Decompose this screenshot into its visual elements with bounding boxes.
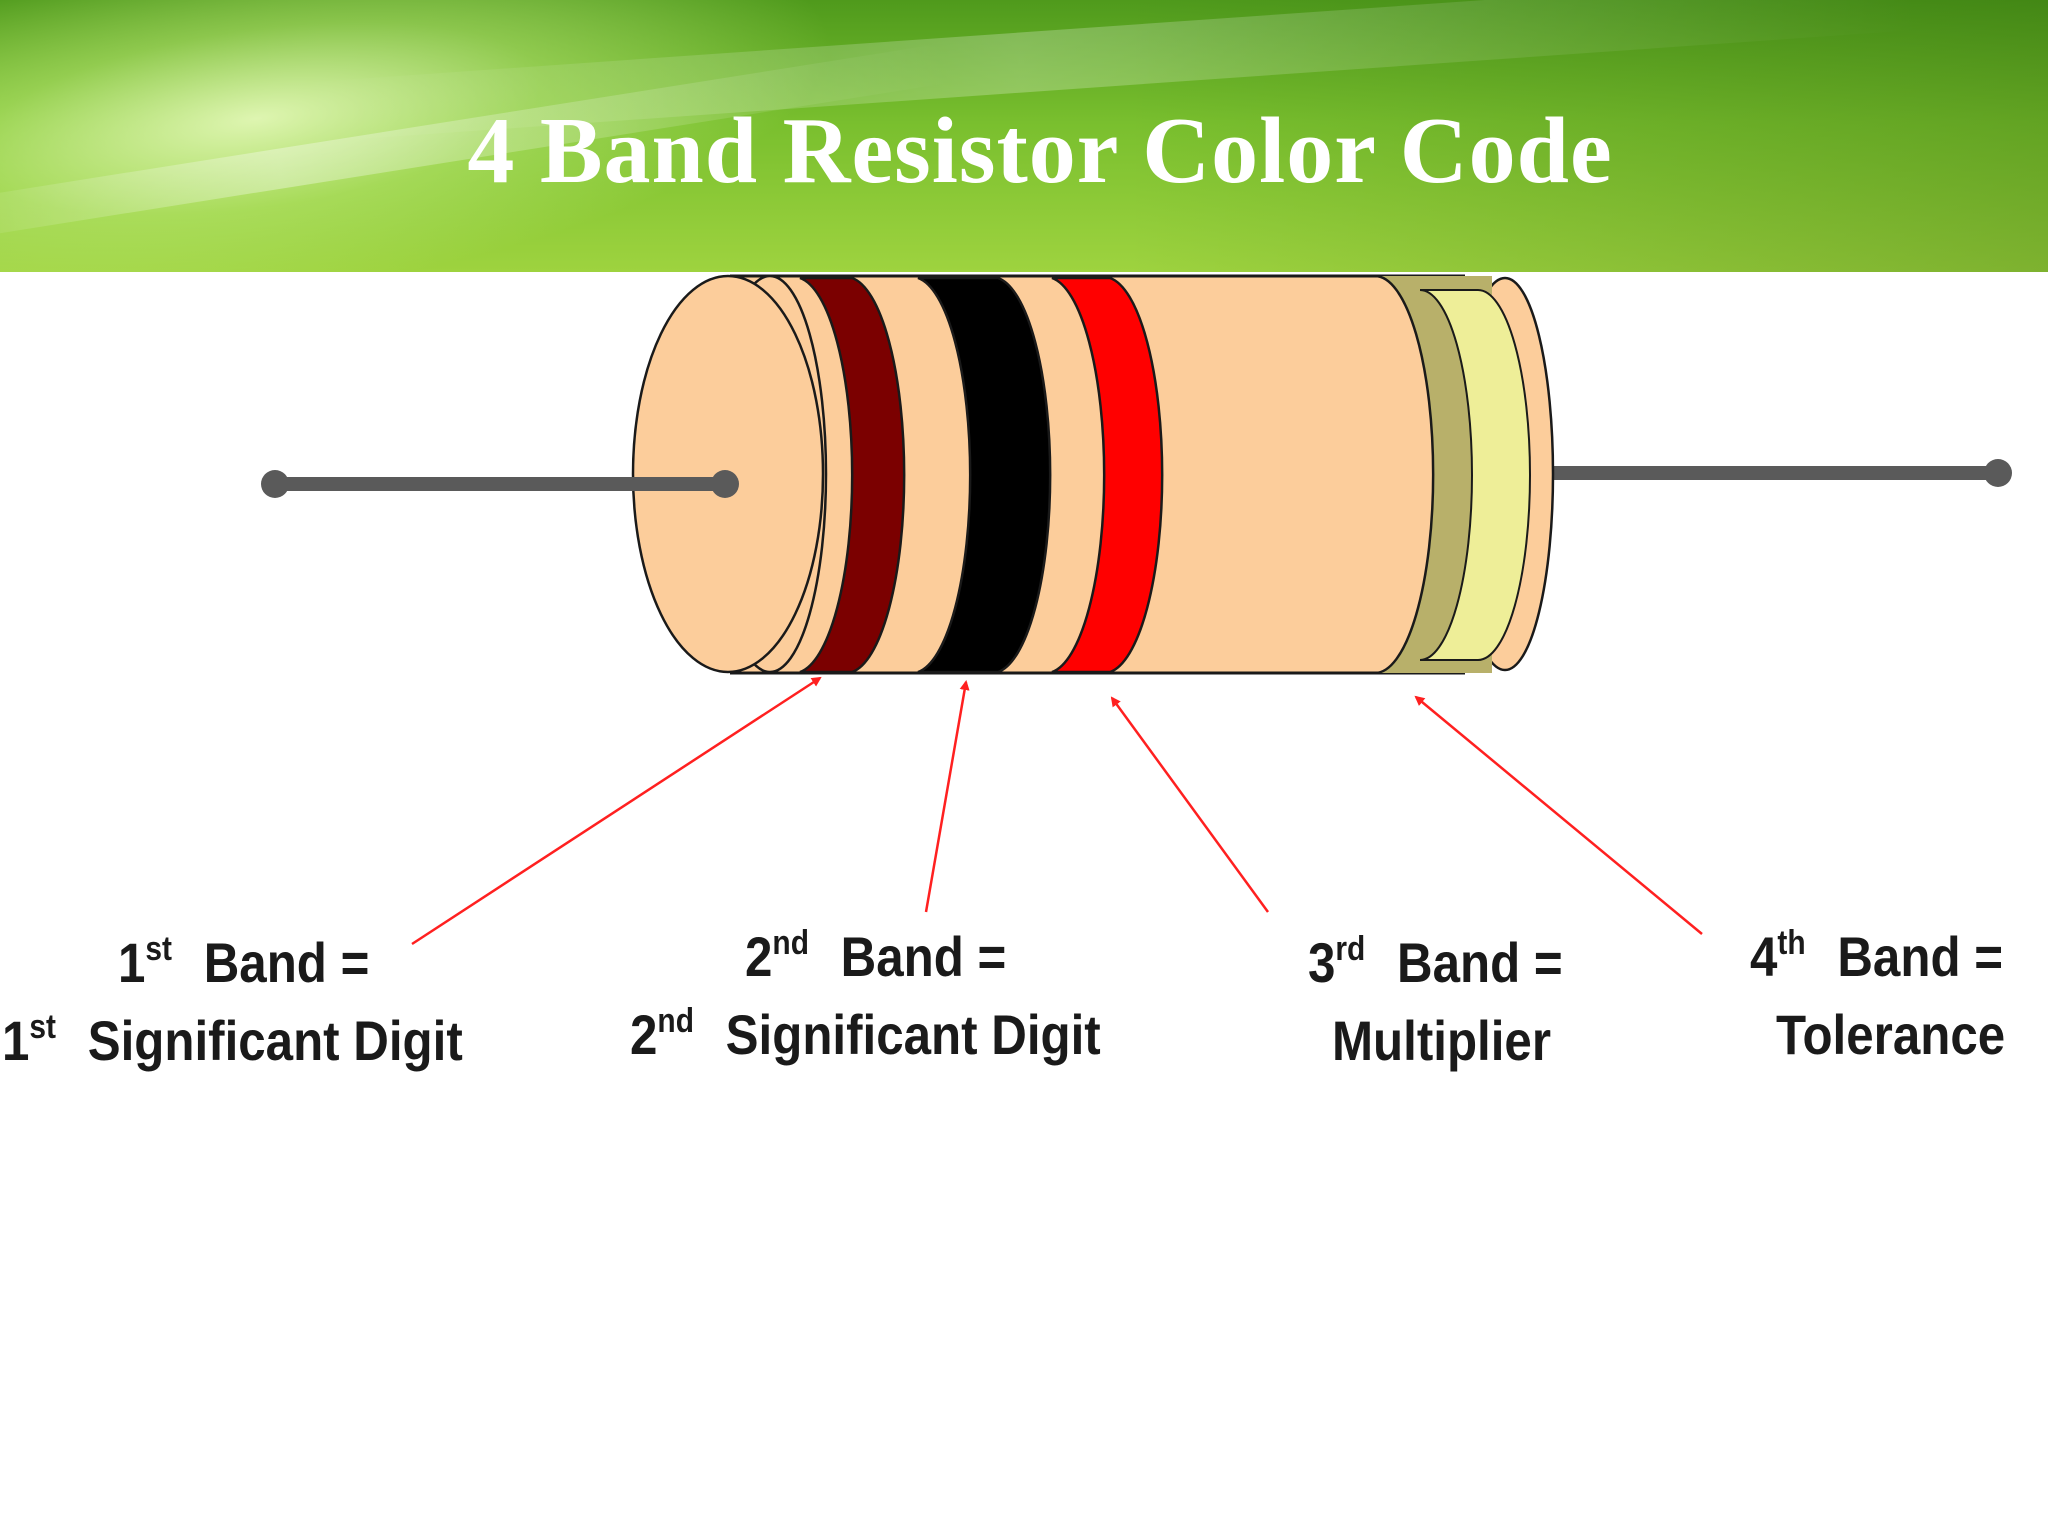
header-shade [0,0,2048,272]
label-band-4-line2: Tolerance [1776,1003,2006,1066]
header-banner [0,0,2048,272]
band-4-gold-highlight [1419,289,1531,661]
arrow-band-3 [1110,696,1270,913]
arrow-band-4 [1414,695,1703,935]
resistor-body [730,276,1465,673]
left-lead-end [261,470,289,498]
band-3-red [1051,276,1164,674]
right-lead-end [1984,459,2012,487]
band-1-brown [799,276,906,674]
page-title: 4 Band Resistor Color Code [467,99,1613,203]
label-band-3-line2: Multiplier [1332,1009,1552,1072]
arrow-band-1 [411,676,822,946]
band-4-edge [1374,274,1435,675]
band-2-black [917,276,1052,674]
left-lead-joint [711,470,739,498]
arrow-band-2 [924,680,970,913]
